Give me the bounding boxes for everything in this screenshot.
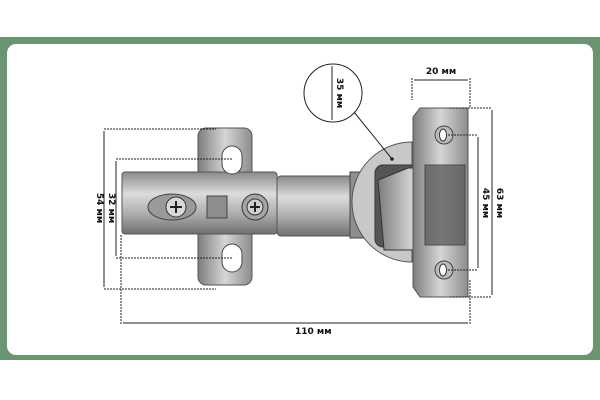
mounting-plate <box>121 127 278 286</box>
hole-top <box>439 128 447 142</box>
door-plate <box>412 107 469 298</box>
label-20: 20 мм <box>426 67 456 77</box>
label-45: 45 мм <box>480 188 490 218</box>
label-63: 63 мм <box>494 188 504 218</box>
label-35: 35 мм <box>334 78 344 108</box>
label-110: 110 мм <box>295 327 332 337</box>
cup-diameter-callout <box>303 63 363 123</box>
square-hole <box>206 195 228 219</box>
label-32: 32 мм <box>106 193 116 223</box>
slot-top <box>221 145 243 175</box>
dimension-lines <box>103 63 493 325</box>
label-54: 54 мм <box>94 193 104 223</box>
hole-bottom <box>439 263 447 277</box>
